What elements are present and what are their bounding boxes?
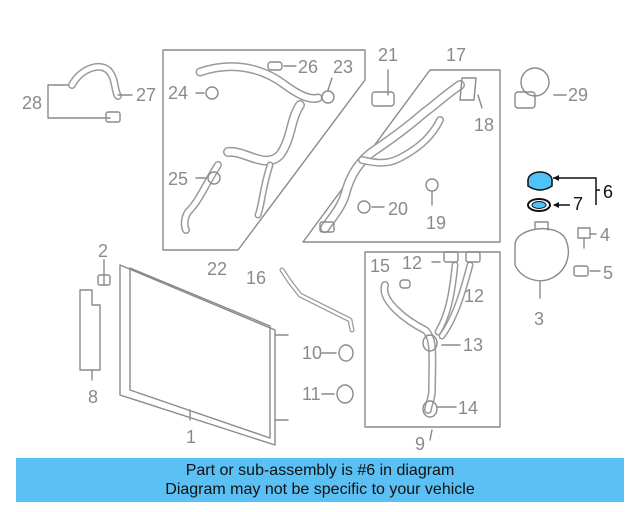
callout-29: 29: [568, 85, 589, 105]
callout-22: 22: [207, 259, 228, 279]
banner-line-2: Diagram may not be specific to your vehi…: [165, 481, 475, 498]
bolt-4: [577, 227, 591, 239]
callout-11: 11: [302, 384, 321, 404]
callout-20: 20: [388, 199, 409, 219]
callout-19: 19: [426, 213, 447, 233]
callout-6: 6: [603, 182, 614, 202]
callout-8: 8: [88, 387, 99, 407]
callout-15: 15: [370, 256, 391, 276]
callout-14: 14: [458, 398, 479, 418]
callout-12b: 12: [464, 286, 485, 306]
callout-7: 7: [573, 194, 584, 214]
cap-5: [573, 265, 589, 277]
pipe-group-9-frame: [364, 251, 501, 428]
callout-17: 17: [446, 45, 467, 65]
callout-18: 18: [474, 115, 495, 135]
callout-13: 13: [463, 335, 484, 355]
hose-group-22-frame: [162, 49, 366, 251]
callout-23: 23: [333, 57, 354, 77]
banner-line-1: Part or sub-assembly is #6 in diagram: [185, 462, 455, 479]
callout-1: 1: [186, 427, 197, 447]
clamp-24: [205, 86, 219, 100]
callout-10: 10: [302, 343, 323, 363]
part-6-assembly: [527, 171, 600, 212]
bracket-8: [79, 289, 101, 371]
info-banner: Part or sub-assembly is #6 in diagram Di…: [16, 458, 624, 502]
callout-9: 9: [415, 434, 426, 454]
callout-24: 24: [168, 83, 189, 103]
pipe-16: [279, 267, 355, 333]
ring-10: [338, 344, 354, 362]
parts-diagram: [47, 49, 601, 446]
callout-28: 28: [22, 93, 43, 113]
callout-4: 4: [600, 225, 611, 245]
callout-26: 26: [298, 57, 319, 77]
callout-25: 25: [168, 169, 189, 189]
reservoir-3: [514, 228, 569, 282]
callout-2: 2: [98, 241, 109, 261]
callout-5: 5: [603, 263, 614, 283]
bracket-28: [47, 84, 111, 119]
callout-21: 21: [378, 45, 399, 65]
callout-3: 3: [534, 309, 545, 329]
callout-12a: 12: [402, 253, 423, 273]
callout-27: 27: [136, 85, 157, 105]
radiator-1: [119, 264, 276, 446]
callout-16: 16: [246, 268, 267, 288]
ring-11: [336, 384, 354, 404]
plug-26: [267, 61, 283, 71]
